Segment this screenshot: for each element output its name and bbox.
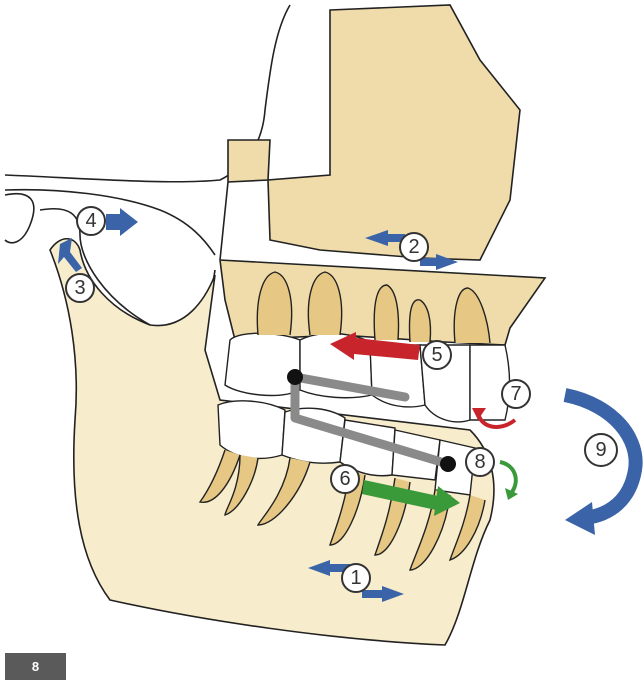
svg-text:6: 6 [339, 468, 350, 490]
lower-pivot [440, 456, 456, 472]
svg-text:9: 9 [595, 439, 606, 461]
svg-text:4: 4 [85, 210, 96, 232]
svg-text:1: 1 [350, 567, 361, 589]
label-5: 5 [423, 341, 451, 369]
label-8: 8 [466, 448, 494, 476]
label-1: 1 [342, 564, 370, 592]
label-4: 4 [77, 207, 105, 235]
curved-rotation-icon-8 [500, 462, 516, 492]
label-2: 2 [400, 233, 428, 261]
figure-number-badge: 8 [5, 653, 66, 680]
arrow-4 [106, 208, 138, 236]
svg-text:7: 7 [510, 383, 521, 405]
svg-text:2: 2 [408, 236, 419, 258]
upper-pivot [287, 369, 303, 385]
label-9: 9 [585, 434, 617, 466]
label-3: 3 [66, 274, 94, 302]
svg-text:5: 5 [431, 344, 442, 366]
label-7: 7 [502, 380, 530, 408]
svg-text:8: 8 [474, 451, 485, 473]
label-6: 6 [331, 465, 359, 493]
svg-text:3: 3 [74, 277, 85, 299]
